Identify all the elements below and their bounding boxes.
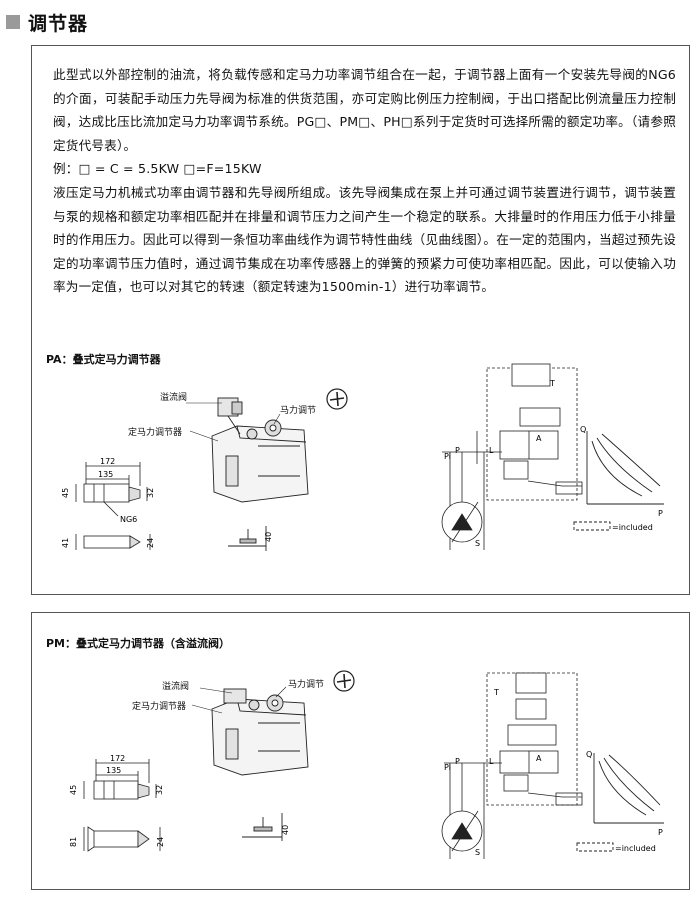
pa-dim-41: 41 [61, 538, 70, 548]
pm-dim-24: 24 [156, 837, 165, 847]
pm-pump-illustration: 40 [191, 670, 355, 841]
pa-curve-P: P [658, 509, 663, 518]
pm-hydraulic-schematic: P L Pi A T S Q P =included [441, 672, 664, 859]
section-header: 调节器 [6, 8, 88, 36]
pa-dim-45: 45 [61, 488, 70, 498]
pa-schem-T: T [549, 379, 555, 388]
pm-schem-Pi: Pi [444, 763, 451, 772]
pm-dim-172: 172 [110, 754, 125, 763]
pm-schem-A: A [536, 754, 542, 763]
pm-schem-S: S [475, 848, 480, 857]
pm-adjust-icon [336, 673, 352, 689]
pa-hydraulic-schematic: P L Pi A T S Q P =included [441, 363, 664, 550]
pm-schem-L: L [489, 757, 494, 766]
pm-dim-135: 135 [106, 766, 121, 775]
pm-dim-45: 45 [69, 785, 78, 795]
pm-regulator-label: 定马力调节器 [132, 702, 187, 712]
intro-paragraph-2: 液压定马力机械式功率由调节器和先导阀所组成。该先导阀集成在泵上并可通过调节装置进… [53, 185, 676, 294]
pa-dim-40: 40 [264, 532, 273, 542]
pm-panel: PM：叠式定马力调节器（含溢流阀） 172 135 45 32 81 24 [31, 612, 690, 890]
pa-relief-label: 溢流阀 [160, 393, 188, 403]
pa-dimension-drawing: 172 135 45 32 NG6 41 24 [61, 457, 155, 550]
pa-hp-adjust-label: 马力调节 [280, 406, 317, 416]
pm-relief-label: 溢流阀 [162, 682, 190, 692]
pa-dim-172: 172 [100, 457, 115, 466]
header-square-icon [6, 15, 20, 29]
pa-dim-24: 24 [146, 538, 155, 548]
pa-regulator-label: 定马力调节器 [128, 428, 183, 438]
pm-hp-adjust-label: 马力调节 [288, 680, 325, 690]
intro-pa-panel: 此型式以外部控制的油流，将负载传感和定马力功率调节组合在一起，于调节器上面有一个… [31, 45, 690, 595]
pa-dim-135: 135 [98, 470, 113, 479]
pa-adjust-icon [329, 391, 345, 407]
pm-dim-40: 40 [281, 825, 290, 835]
pm-dim-81: 81 [69, 837, 78, 847]
intro-example: 例：□ = C = 5.5KW □=F=15KW [53, 161, 262, 176]
pa-schem-Pi: Pi [444, 452, 451, 461]
pa-ng6-label: NG6 [120, 515, 137, 524]
pm-section-title: PM：叠式定马力调节器（含溢流阀） [46, 637, 231, 650]
pm-schem-P: P [455, 757, 460, 766]
pa-included-legend: =included [612, 523, 653, 532]
pm-dim-32: 32 [155, 785, 164, 795]
pm-curve-Q: Q [586, 750, 592, 759]
pm-dimension-drawing: 172 135 45 32 81 24 [69, 754, 165, 852]
pa-schem-S: S [475, 539, 480, 548]
pa-schem-A: A [536, 434, 542, 443]
pa-curve-Q: Q [580, 425, 586, 434]
pm-curve-P: P [658, 828, 663, 837]
pm-included-legend: =included [615, 844, 656, 853]
pa-schem-L: L [489, 446, 494, 455]
pa-dim-32: 32 [146, 488, 155, 498]
intro-paragraph-1: 此型式以外部控制的油流，将负载传感和定马力功率调节组合在一起，于调节器上面有一个… [53, 67, 676, 153]
pa-schem-P: P [455, 446, 460, 455]
pm-schem-T: T [493, 688, 499, 697]
pa-section-title: PA：叠式定马力调节器 [46, 353, 161, 366]
page-title: 调节器 [28, 12, 89, 35]
pa-pump-illustration: 40 [186, 388, 348, 551]
